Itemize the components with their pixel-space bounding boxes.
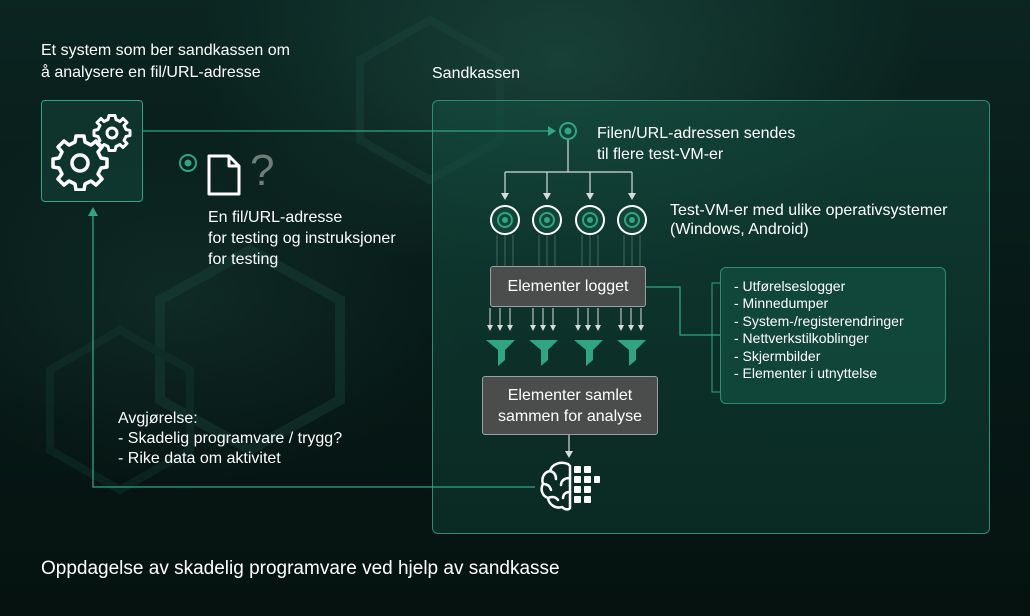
collected-elements-box: Elementer samlet sammen for analyse (482, 376, 658, 435)
list-item: - Skjermbilder (734, 348, 821, 364)
list-item: - Minnedumper (734, 295, 829, 311)
verdict-line1: Avgjørelse: (118, 410, 198, 427)
sandbox-title: Sandkassen (432, 65, 521, 82)
gears-icon (51, 114, 132, 191)
file-input-line3: for testing (208, 251, 279, 268)
list-item: - System-/registerendringer (734, 313, 904, 329)
system-label-line1: Et system som ber sandkassen om (41, 42, 290, 59)
logged-elements-label: Elementer logget (507, 278, 629, 295)
vm-node-icon (490, 205, 520, 235)
target-node-icon (559, 122, 577, 140)
verdict-line2: - Skadelig programvare / trygg? (118, 430, 343, 447)
file-input-line2: for testing og instruksjoner (208, 230, 396, 247)
system-label-line2: å analysere en fil/URL-adresse (41, 64, 261, 81)
test-vms-line2: (Windows, Android) (670, 221, 809, 238)
brain-chip-icon (540, 461, 600, 511)
file-node-icon (179, 154, 197, 172)
list-item: - Elementer i utnyttelse (734, 365, 878, 381)
file-input-line1: En fil/URL-adresse (208, 209, 343, 226)
vm-node-icon (532, 205, 562, 235)
file-sent-line1: Filen/URL-adressen sendes (597, 125, 796, 142)
logged-elements-box: Elementer logget (490, 266, 646, 307)
verdict-line3: - Rike data om aktivitet (118, 450, 281, 467)
funnel-icon (486, 340, 646, 366)
test-vms-line1: Test-VM-er med ulike operativsystemer (670, 202, 948, 219)
test-vm-nodes (490, 205, 647, 235)
requesting-system-box (41, 100, 143, 202)
vm-node-icon (617, 205, 647, 235)
logged-items-list: - Utførelseslogger - Minnedumper - Syste… (720, 267, 946, 404)
list-item: - Nettverkstilkoblinger (734, 330, 869, 346)
vm-node-icon (575, 205, 605, 235)
diagram-caption: Oppdagelse av skadelig programvare ved h… (41, 558, 560, 579)
list-item: - Utførelseslogger (734, 278, 846, 294)
collected-line1: Elementer samlet (507, 386, 633, 404)
document-icon (207, 154, 241, 196)
file-sent-line2: til flere test-VM-er (597, 146, 724, 163)
question-mark: ? (250, 146, 275, 195)
collected-line2: sammen for analyse (497, 407, 643, 425)
